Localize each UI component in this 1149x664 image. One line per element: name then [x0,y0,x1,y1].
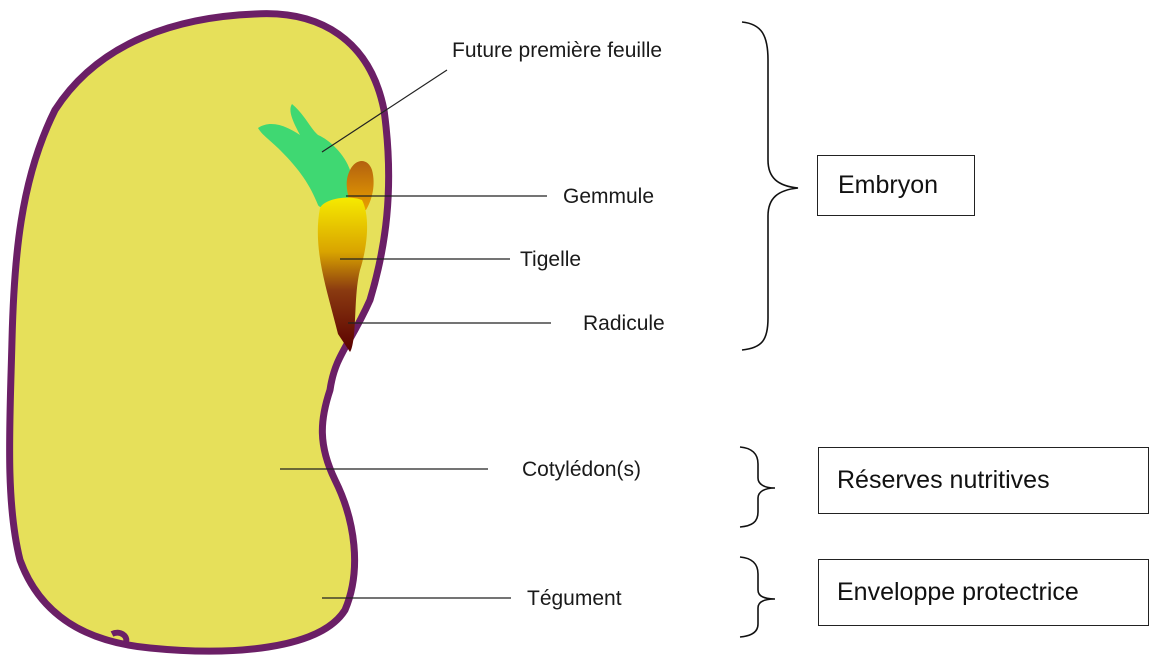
label-future-first-leaf: Future première feuille [452,40,662,61]
box-embryon: Embryon [817,155,975,216]
label-gemmule: Gemmule [563,186,654,207]
brace-embryon [742,22,798,350]
brace-enveloppe [740,557,775,637]
label-radicule: Radicule [583,313,665,334]
label-cotyledon: Cotylédon(s) [522,459,641,480]
box-enveloppe-protectrice: Enveloppe protectrice [818,559,1149,626]
box-reserves-nutritives: Réserves nutritives [818,447,1149,514]
brace-reserves [740,447,775,527]
seed-body [10,14,389,651]
label-tegument: Tégument [527,588,622,609]
label-tigelle: Tigelle [520,249,581,270]
